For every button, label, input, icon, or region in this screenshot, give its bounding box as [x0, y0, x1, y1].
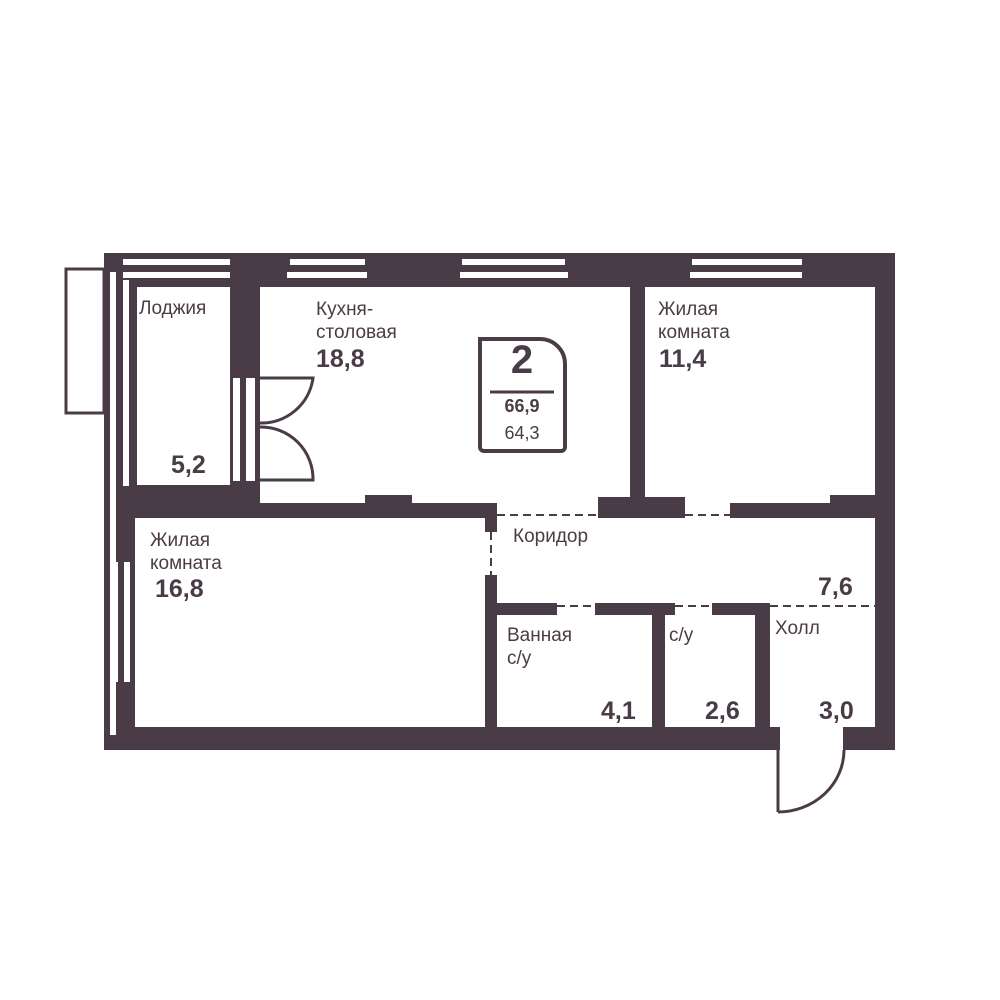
- bedroom-left-name-1: Жилая: [150, 530, 211, 551]
- bedroom-left-right-wall: [485, 575, 497, 727]
- bathroom-name-1: Ванная: [507, 625, 573, 646]
- bottom-wall-right: [843, 727, 895, 750]
- loggia-name: Лоджия: [139, 298, 207, 319]
- bottom-wall: [104, 727, 780, 750]
- bedroom-right-bottom-wall: [730, 503, 875, 518]
- corridor-name: Коридор: [513, 526, 589, 547]
- loggia-bottom-wall: [104, 485, 260, 518]
- kitchen-bottom-wall: [260, 503, 497, 518]
- bedroom-right-name-2: комната: [658, 322, 730, 343]
- bedroom-right-name-1: Жилая: [658, 299, 719, 320]
- bedroom-left-name-2: комната: [150, 553, 222, 574]
- bathroom-name-2: с/у: [507, 648, 532, 669]
- openings: [490, 514, 875, 607]
- kitchen-name-1: Кухня-: [316, 299, 374, 320]
- corridor-area: 7,6: [818, 573, 853, 601]
- wc-name: с/у: [669, 625, 694, 646]
- kitchen-bedroom-wall: [630, 287, 645, 518]
- loggia-area: 5,2: [171, 451, 206, 479]
- loggia-outer-frame: [64, 267, 106, 415]
- loggia-door-icon: [259, 376, 315, 482]
- top-wall: [104, 253, 895, 287]
- wc-hall-wall: [755, 603, 770, 727]
- bedroom-right-area: 11,4: [659, 345, 707, 373]
- summary-badge: [478, 337, 567, 453]
- kitchen-area: 18,8: [316, 345, 365, 373]
- bedroom-left-area: 16,8: [155, 575, 204, 603]
- bath-wc-wall: [652, 603, 665, 727]
- hall-name: Холл: [775, 618, 820, 639]
- bathroom-area: 4,1: [601, 697, 636, 725]
- room-count: 2: [510, 338, 534, 382]
- living-area: 64,3: [504, 423, 540, 443]
- right-wall: [875, 253, 895, 750]
- kitchen-name-2: столовая: [316, 322, 397, 343]
- hall-area: 3,0: [819, 697, 854, 725]
- total-area: 66,9: [504, 396, 540, 416]
- windows: [110, 259, 802, 735]
- entrance-door-icon[interactable]: [776, 749, 846, 814]
- wc-area: 2,6: [705, 697, 740, 725]
